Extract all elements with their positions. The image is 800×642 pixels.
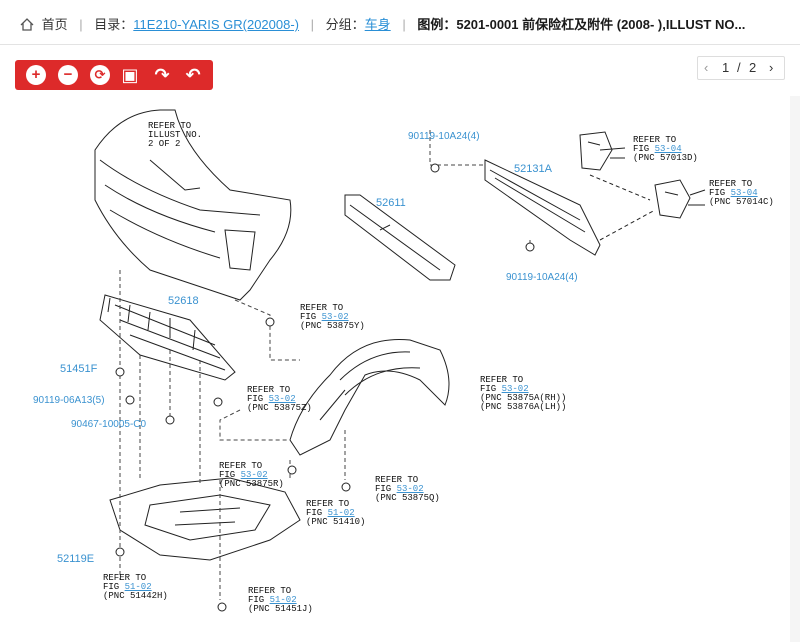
catalog-link[interactable]: 11E210-YARIS GR(202008-) <box>133 17 300 32</box>
fig-link[interactable]: 53-02 <box>321 312 349 322</box>
part-label[interactable]: 90119-10A24(4) <box>506 272 578 283</box>
fig-link[interactable]: 53-04 <box>654 144 682 154</box>
redo-button[interactable]: ↷ <box>154 65 170 85</box>
prev-page-button[interactable]: ‹ <box>704 60 709 75</box>
zoom-in-button[interactable]: + <box>26 65 46 85</box>
retainer-drawing <box>344 194 456 281</box>
refer-block: REFER TO FIG 51-02 (PNC 51442H) <box>103 573 168 602</box>
home-icon[interactable] <box>20 18 34 34</box>
bracket-left-drawing <box>654 179 691 219</box>
pager: ‹ 1 / 2 › <box>697 56 785 80</box>
part-label[interactable]: 52618 <box>168 295 199 307</box>
refer-block: REFER TO FIG 53-04 (PNC 57014C) <box>709 179 774 208</box>
reinforcement-drawing <box>484 159 601 256</box>
fig-link[interactable]: 53-02 <box>268 394 296 404</box>
refer-block: REFER TO FIG 53-02 (PNC 53875Q) <box>375 475 440 504</box>
part-label[interactable]: 51451F <box>60 363 98 375</box>
current-page: 1 <box>722 60 730 75</box>
reset-button[interactable]: ⟳ <box>90 65 110 85</box>
fig-link[interactable]: 51-02 <box>327 508 355 518</box>
part-label[interactable]: 90467-10005-C0 <box>71 419 147 430</box>
group-label: 分组： <box>325 17 365 32</box>
bumper-cover-drawing <box>94 109 292 301</box>
total-pages: 2 <box>749 60 757 75</box>
diagram-toolbar: + − ⟳ ▣ ↷ ↶ <box>15 60 213 90</box>
refer-block: REFER TO FIG 51-02 (PNC 51410) <box>306 499 366 528</box>
separator: | <box>402 17 406 32</box>
part-label[interactable]: 90119-06A13(5) <box>33 395 105 406</box>
part-label[interactable]: 52119E <box>57 553 95 565</box>
group-link[interactable]: 车身 <box>364 17 391 32</box>
scrollbar[interactable] <box>790 96 800 642</box>
refer-block: REFER TO FIG 53-02 (PNC 53875A(RH)) (PNC… <box>480 375 567 412</box>
next-page-button[interactable]: › <box>769 60 774 75</box>
refer-block: REFER TO FIG 53-02 (PNC 53875Y) <box>300 303 365 332</box>
parts-drawing <box>94 109 706 612</box>
undo-button[interactable]: ↶ <box>185 65 201 85</box>
catalog-label: 目录： <box>94 17 134 32</box>
lower-grille-drawing <box>99 294 236 381</box>
separator: | <box>79 17 83 32</box>
home-link[interactable]: 首页 <box>41 17 68 32</box>
bracket-right-drawing <box>579 131 613 171</box>
part-label[interactable]: 90119-10A24(4) <box>408 131 480 142</box>
refer-block: REFER TO FIG 53-02 (PNC 53875R) <box>219 461 284 490</box>
refer-block: REFER TO FIG 53-02 (PNC 53875Z) <box>247 385 312 414</box>
print-button[interactable]: ▣ <box>121 65 139 85</box>
separator: | <box>310 17 315 32</box>
part-label[interactable]: 52131A <box>514 163 552 175</box>
fig-link[interactable]: 53-02 <box>240 470 268 480</box>
figure-label: 图例： <box>417 17 457 32</box>
fig-link[interactable]: 53-02 <box>501 384 529 394</box>
figure-title: 5201-0001 前保险杠及附件 (2008- ),ILLUST NO... <box>456 17 746 32</box>
fig-link[interactable]: 53-02 <box>396 484 424 494</box>
zoom-out-button[interactable]: − <box>58 65 78 85</box>
parts-diagram: REFER TO ILLUST NO. 2 OF 2 90119-10A24(4… <box>0 96 800 642</box>
breadcrumb-row: 首页 | 目录：11E210-YARIS GR(202008-) | 分组：车身… <box>20 14 745 34</box>
refer-block: REFER TO FIG 51-02 (PNC 51451J) <box>248 586 313 615</box>
breadcrumb: 首页 | 目录：11E210-YARIS GR(202008-) | 分组：车身… <box>0 0 800 45</box>
fig-link[interactable]: 53-04 <box>730 188 758 198</box>
page-separator: / <box>737 60 741 75</box>
fig-link[interactable]: 51-02 <box>269 595 297 605</box>
fender-liner-drawing <box>289 338 450 456</box>
refer-illust-note: REFER TO ILLUST NO. 2 OF 2 <box>148 121 203 149</box>
part-label[interactable]: 52611 <box>376 197 406 209</box>
refer-block: REFER TO FIG 53-04 (PNC 57013D) <box>633 135 698 164</box>
fig-link[interactable]: 51-02 <box>124 582 152 592</box>
under-cover-drawing <box>109 477 301 561</box>
